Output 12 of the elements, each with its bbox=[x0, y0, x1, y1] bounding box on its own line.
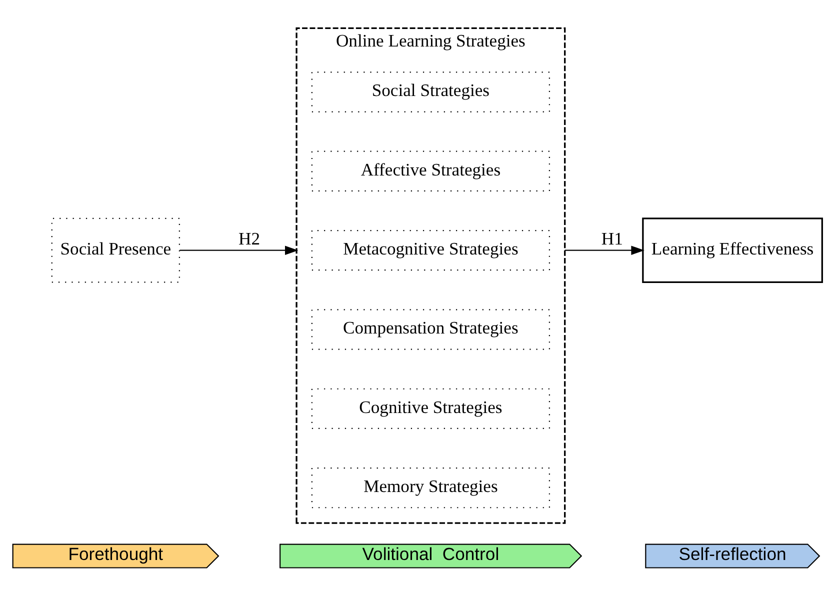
node-box: Social Strategies bbox=[311, 71, 550, 112]
node-box: Cognitive Strategies bbox=[311, 388, 550, 428]
arrow bbox=[564, 245, 644, 254]
arrow bbox=[180, 245, 298, 254]
node-box: Compensation Strategies bbox=[311, 308, 550, 350]
edge-label: H1 bbox=[601, 228, 623, 248]
node-box: Memory Strategies bbox=[311, 467, 550, 508]
edge-label: H2 bbox=[238, 228, 260, 248]
node-box: Social Presence bbox=[51, 217, 180, 282]
node-box: Affective Strategies bbox=[311, 150, 550, 191]
node-box: Metacognitive Strategies bbox=[311, 229, 550, 270]
node-box: Learning Effectiveness bbox=[642, 217, 823, 283]
